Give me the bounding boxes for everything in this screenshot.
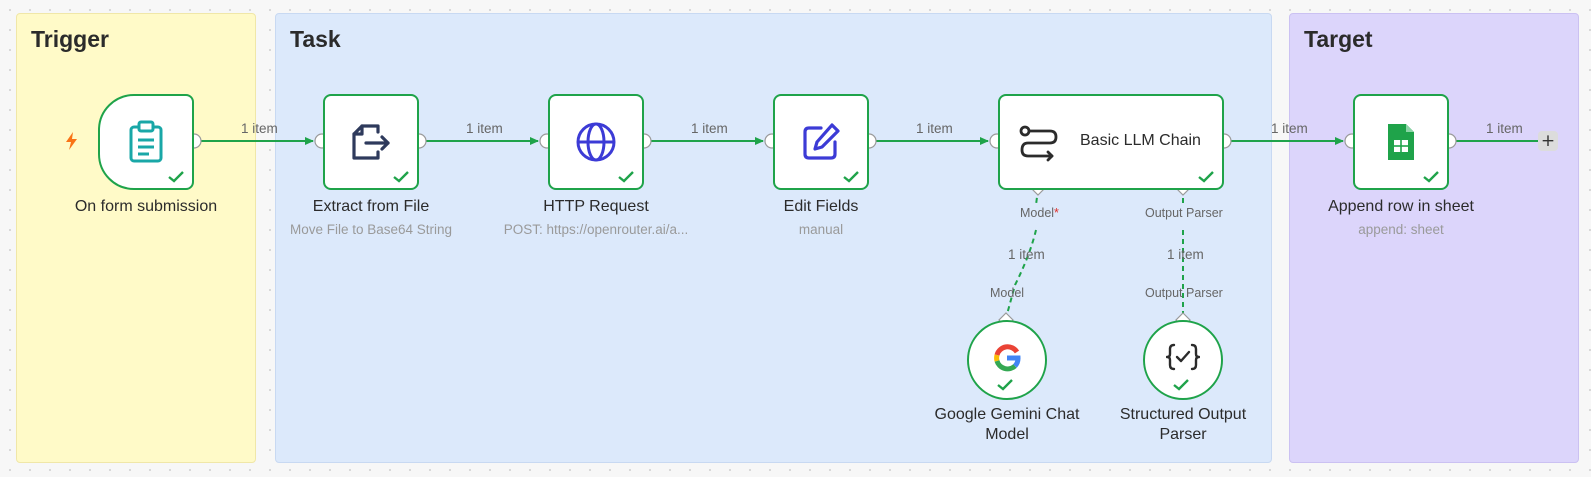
success-check-icon (1423, 171, 1439, 183)
globe-icon (575, 121, 617, 163)
connection-label: 1 item (241, 121, 278, 136)
connection-label: 1 item (1167, 247, 1204, 262)
success-check-icon (997, 379, 1013, 391)
port-label-model: Model (990, 286, 1025, 300)
node-label-structured-output-parser: Structured Output Parser (1119, 406, 1247, 443)
success-check-icon (618, 171, 634, 183)
port-label-model: Model* (1020, 206, 1059, 220)
clipboard-icon (127, 120, 165, 164)
node-on-form-submission[interactable] (98, 94, 194, 190)
node-subtitle-http-request: POST: https://openrouter.ai/a... (503, 222, 689, 237)
success-check-icon (1173, 379, 1189, 391)
group-title-task: Task (290, 26, 341, 52)
required-marker: * (1054, 206, 1059, 220)
node-label-append-row-in-sheet: Append row in sheet (1328, 198, 1474, 215)
group-target[interactable]: Target (1289, 13, 1579, 463)
node-structured-output-parser[interactable] (1143, 320, 1223, 400)
group-title-target: Target (1304, 26, 1373, 52)
node-label-http-request: HTTP Request (543, 198, 649, 215)
node-subtitle-append-row-in-sheet: append: sheet (1358, 222, 1444, 237)
node-edit-fields[interactable] (773, 94, 869, 190)
connection-label: 1 item (1271, 121, 1308, 136)
connection-label: 1 item (691, 121, 728, 136)
node-subtitle-extract-from-file: Move File to Base64 String (289, 222, 453, 237)
connection-label: 1 item (916, 121, 953, 136)
node-label-edit-fields: Edit Fields (783, 198, 859, 215)
node-google-gemini-chat-model[interactable] (967, 320, 1047, 400)
node-subtitle-edit-fields: manual (798, 222, 844, 237)
port-label-output-parser: Output Parser (1145, 286, 1223, 300)
node-extract-from-file[interactable] (323, 94, 419, 190)
success-check-icon (393, 171, 409, 183)
file-export-icon (350, 122, 392, 162)
connection-label: 1 item (1008, 247, 1045, 262)
pen-square-icon (801, 122, 841, 162)
success-check-icon (1198, 171, 1214, 183)
group-title-trigger: Trigger (31, 26, 109, 52)
node-basic-llm-chain[interactable]: Basic LLM Chain (998, 94, 1224, 190)
success-check-icon (843, 171, 859, 183)
connection-label: 1 item (1486, 121, 1523, 136)
group-trigger[interactable]: Trigger (16, 13, 256, 463)
node-label-basic-llm-chain: Basic LLM Chain (1080, 132, 1201, 149)
braces-check-icon (1166, 343, 1200, 371)
node-label-google-gemini-chat-model: Google Gemini Chat Model (934, 406, 1080, 443)
node-append-row-in-sheet[interactable] (1353, 94, 1449, 190)
route-icon (1018, 124, 1060, 169)
group-task[interactable]: Task (275, 13, 1272, 463)
google-sheets-icon (1386, 122, 1416, 162)
success-check-icon (168, 171, 184, 183)
google-g-icon (993, 344, 1021, 372)
node-label-extract-from-file: Extract from File (312, 198, 430, 215)
connection-label: 1 item (466, 121, 503, 136)
node-http-request[interactable] (548, 94, 644, 190)
trigger-bolt-icon (64, 131, 80, 156)
port-label-output-parser: Output Parser (1145, 206, 1223, 220)
node-label-on-form-submission: On form submission (74, 198, 218, 215)
add-node-button[interactable]: + (1538, 131, 1558, 151)
